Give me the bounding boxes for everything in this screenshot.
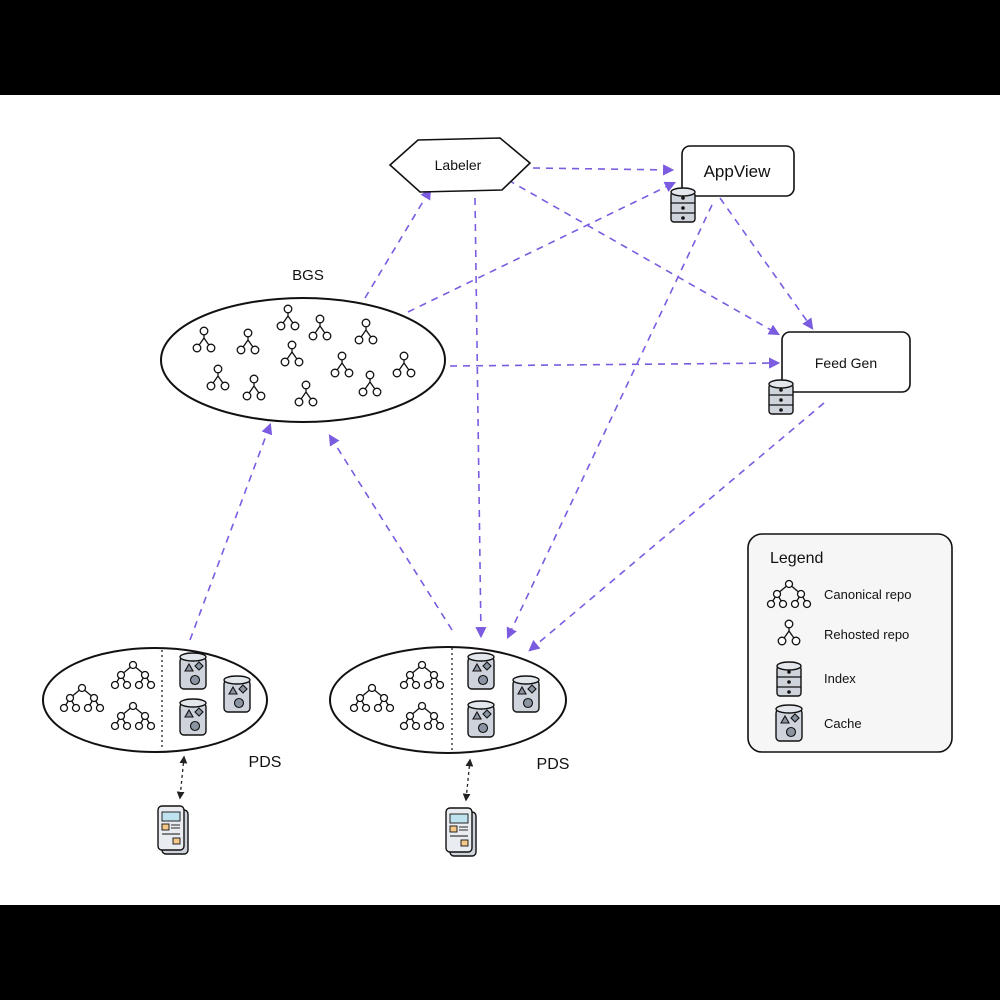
cache-icon bbox=[775, 704, 803, 742]
labeler-label: Labeler bbox=[435, 157, 482, 173]
connection-arrows bbox=[189, 164, 825, 652]
arrow-labeler-to-feedgen bbox=[507, 179, 780, 336]
architecture-diagram: Labeler AppView Feed Gen BGS bbox=[0, 95, 1000, 905]
feedgen-node: Feed Gen bbox=[768, 331, 911, 415]
pds-right-cache-icon bbox=[467, 652, 495, 690]
bgs-label: BGS bbox=[292, 267, 324, 284]
pds-right-cache-icon bbox=[467, 700, 495, 738]
pds-left-cache-icon bbox=[223, 675, 251, 713]
index-icon bbox=[776, 661, 802, 697]
legend-item-canonical-repo: Canonical repo bbox=[824, 587, 911, 602]
feedgen-label: Feed Gen bbox=[815, 355, 877, 371]
arrow-bgs-to-feedgen bbox=[449, 357, 781, 369]
arrow-appview-to-feedgen bbox=[719, 197, 814, 330]
pds-right-node: PDS bbox=[329, 646, 570, 773]
appview-index-icon bbox=[670, 187, 696, 223]
appview-node: AppView bbox=[670, 145, 795, 223]
arrow-pds-right-to-bgs bbox=[328, 434, 453, 631]
arrow-labeler-to-appview bbox=[532, 164, 675, 176]
bottom-black-band bbox=[0, 905, 1000, 1000]
bgs-node: BGS bbox=[160, 267, 446, 423]
arrow-bgs-to-labeler bbox=[364, 188, 432, 299]
arrow-labeler-to-pds-right bbox=[474, 197, 487, 639]
legend-item-rehosted-repo: Rehosted repo bbox=[824, 627, 909, 642]
pds-right-label: PDS bbox=[537, 756, 570, 773]
arrow-pds-left-to-bgs bbox=[189, 422, 273, 641]
pds-right-cache-icon bbox=[512, 675, 540, 713]
pds-left-cache-icon bbox=[179, 652, 207, 690]
labeler-node: Labeler bbox=[388, 137, 532, 193]
legend-item-index: Index bbox=[824, 671, 856, 686]
pds-left-label: PDS bbox=[249, 754, 282, 771]
pds-left-node: PDS bbox=[42, 647, 282, 771]
arrow-appview-to-pds-right bbox=[506, 204, 713, 640]
client-phone-icon bbox=[445, 807, 477, 857]
arrow-bgs-to-appview bbox=[407, 181, 677, 313]
appview-label: AppView bbox=[704, 162, 772, 181]
legend-box: Legend Canonical repo Rehosted repo Inde… bbox=[747, 533, 953, 753]
pds-left-cache-icon bbox=[179, 698, 207, 736]
legend-title: Legend bbox=[770, 550, 823, 567]
client-links bbox=[176, 755, 474, 802]
client-phone-icon bbox=[157, 805, 189, 855]
feedgen-index-icon bbox=[768, 379, 794, 415]
legend-item-cache: Cache bbox=[824, 716, 862, 731]
top-black-band bbox=[0, 0, 1000, 95]
